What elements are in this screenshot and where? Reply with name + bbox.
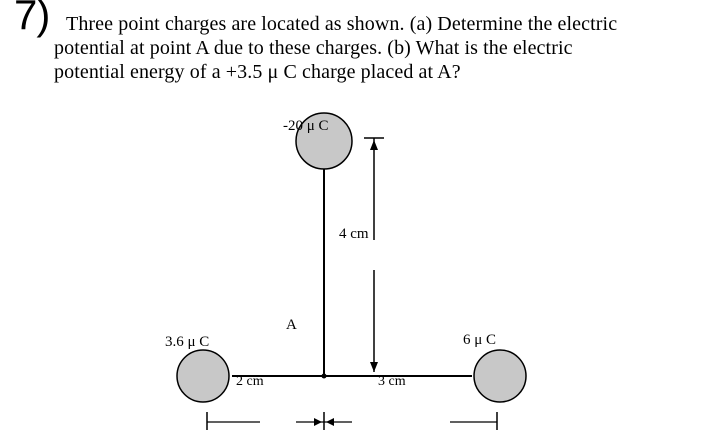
point-a-dot xyxy=(321,373,327,379)
charge-top-label: -20 μ C xyxy=(283,118,329,134)
bottom-arrow-center-right xyxy=(326,418,334,426)
bottom-arrow-center-left xyxy=(314,418,322,426)
charge-left-label: 3.6 μ C xyxy=(165,334,209,350)
distance-right-label: 3 cm xyxy=(378,374,406,389)
charge-right-circle xyxy=(473,349,527,403)
charge-left-circle xyxy=(176,349,230,403)
question-number: 7) xyxy=(14,0,50,38)
charge-top-circle xyxy=(295,112,353,170)
distance-left-label: 2 cm xyxy=(236,374,264,389)
question-line-1: Three point charges are located as shown… xyxy=(66,13,618,35)
dimension-arrow-down xyxy=(370,362,378,372)
question-line-2: potential at point A due to these charge… xyxy=(54,37,573,59)
question-line-3: potential energy of a +3.5 μ C charge pl… xyxy=(54,61,461,83)
dimension-arrow-up xyxy=(370,140,378,150)
question-text: Three point charges are located as shown… xyxy=(54,12,694,84)
point-a-label: A xyxy=(286,317,297,333)
charge-right-label: 6 μ C xyxy=(463,332,496,348)
distance-vertical-label: 4 cm xyxy=(339,226,369,242)
